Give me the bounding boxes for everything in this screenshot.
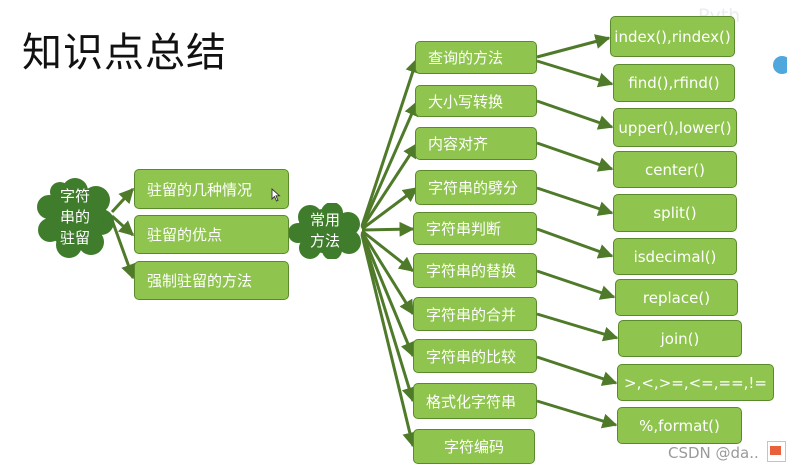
slide-title: 知识点总结 — [22, 30, 227, 76]
connector-arrow-2 — [110, 219, 136, 280]
group-format[interactable]: 格式化字符串 — [413, 383, 537, 419]
resident-item-cases[interactable]: 驻留的几种情况 — [134, 169, 289, 209]
csdn-logo-icon — [767, 441, 786, 462]
group-align[interactable]: 内容对齐 — [415, 127, 537, 160]
resident-topic-node: 字符 串的 驻留 — [36, 176, 114, 258]
common-methods-node: 常用 方法 — [288, 202, 362, 260]
connector-arrow-18 — [536, 227, 614, 259]
group-join[interactable]: 字符串的合并 — [413, 297, 537, 331]
connector-arrow-7 — [361, 221, 415, 237]
connector-arrow-17 — [536, 186, 614, 216]
group-query[interactable]: 查询的方法 — [415, 41, 537, 74]
common-methods-label: 常用 方法 — [309, 211, 340, 250]
func-format[interactable]: %,format() — [617, 407, 742, 444]
connector-arrow-1 — [110, 214, 135, 237]
connector-arrow-20 — [536, 312, 619, 342]
group-split[interactable]: 字符串的劈分 — [415, 170, 537, 205]
resident-item-force[interactable]: 强制驻留的方法 — [134, 261, 289, 300]
func-join[interactable]: join() — [618, 320, 742, 357]
func-upper-lower[interactable]: upper(),lower() — [613, 108, 737, 147]
connector-arrow-6 — [361, 186, 419, 231]
func-index[interactable]: index(),rindex() — [610, 16, 735, 57]
connector-arrow-4 — [360, 100, 419, 228]
connector-arrow-21 — [536, 355, 618, 386]
func-center[interactable]: center() — [613, 151, 737, 188]
connector-arrow-3 — [360, 57, 420, 227]
connector-arrow-0 — [110, 187, 135, 214]
csdn-watermark: CSDN @da.. — [668, 444, 759, 462]
func-isdecimal[interactable]: isdecimal() — [613, 238, 737, 275]
func-find[interactable]: find(),rfind() — [613, 64, 735, 102]
func-replace[interactable]: replace() — [615, 279, 738, 316]
connector-arrow-19 — [536, 269, 616, 300]
side-badge-icon[interactable] — [773, 56, 787, 74]
connector-arrow-15 — [536, 99, 614, 130]
connector-arrow-10 — [360, 232, 415, 358]
group-replace[interactable]: 字符串的替换 — [413, 253, 537, 288]
connector-arrow-14 — [536, 59, 614, 88]
cloud-shape — [288, 202, 361, 260]
group-encoding[interactable]: 字符编码 — [413, 429, 535, 464]
connector-arrow-11 — [360, 233, 417, 403]
func-split[interactable]: split() — [613, 194, 737, 232]
group-check[interactable]: 字符串判断 — [413, 212, 537, 245]
group-case[interactable]: 大小写转换 — [415, 85, 537, 117]
func-compare-ops[interactable]: >,<,>=,<=,==,!= — [617, 364, 774, 401]
group-compare[interactable]: 字符串的比较 — [413, 339, 537, 373]
resident-topic-label: 字符 串的 驻留 — [59, 186, 90, 247]
resident-item-advantages[interactable]: 驻留的优点 — [134, 215, 289, 254]
connector-arrow-16 — [536, 141, 614, 172]
cloud-shape — [37, 178, 114, 258]
connector-arrow-8 — [361, 229, 415, 273]
connector-arrow-5 — [360, 142, 419, 229]
connector-arrow-22 — [536, 399, 618, 429]
cursor-icon — [271, 188, 281, 202]
connector-arrow-12 — [360, 234, 418, 448]
connector-arrow-13 — [536, 34, 611, 59]
connector-arrow-9 — [360, 231, 415, 316]
